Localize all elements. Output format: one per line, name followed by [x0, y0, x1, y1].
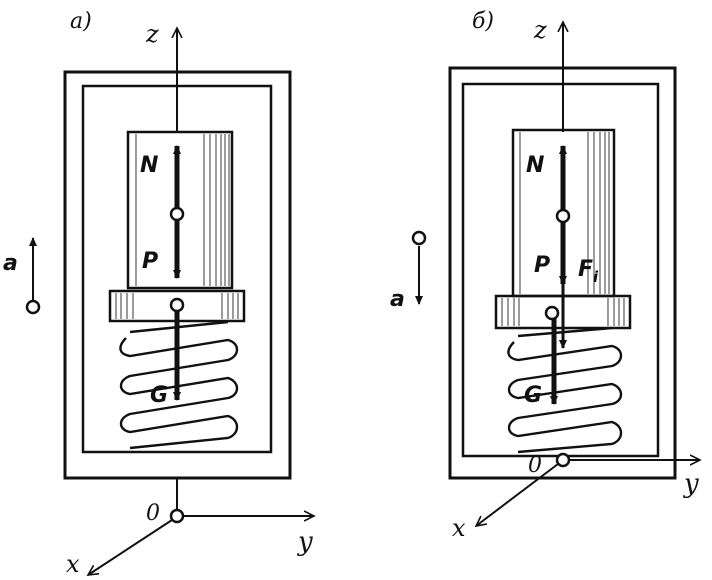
panel-b-plate-point: [544, 305, 560, 321]
panel-b-label-Fi-sub: i: [593, 268, 599, 286]
panel-a-x-axis: [88, 519, 173, 575]
panel-b: б) z: [390, 9, 700, 542]
panel-b-caption: б): [472, 9, 494, 34]
panel-b-label-N: N: [526, 153, 544, 178]
panel-b-origin-point: [555, 452, 571, 468]
panel-b-center-point: [555, 208, 571, 224]
panel-b-cylinder-hatch: [519, 132, 610, 294]
panel-a-cylinder: [126, 130, 234, 290]
panel-a-x-label: x: [66, 550, 80, 578]
panel-a-plate-point: [169, 297, 185, 313]
panel-b-spring: [507, 326, 623, 454]
panel-a: а) z: [3, 9, 314, 578]
panel-b-acceleration-point: [411, 230, 427, 246]
panel-b-x-label: x: [452, 514, 466, 542]
panel-a-label-G: G: [150, 383, 168, 408]
panel-a-cylinder-hatch: [135, 134, 230, 286]
panel-b-label-Fi: Fi: [578, 257, 599, 286]
panel-a-label-P: P: [142, 249, 158, 274]
panel-a-label-N: N: [140, 153, 158, 178]
panel-a-z-label: z: [145, 20, 159, 48]
panel-b-label-G: G: [524, 383, 542, 408]
panel-a-caption: а): [70, 9, 92, 34]
panel-a-acceleration-label: a: [3, 251, 18, 276]
panel-b-z-label: z: [533, 16, 547, 44]
panel-a-y-label: y: [297, 527, 313, 557]
panel-b-label-P: P: [534, 253, 550, 278]
panel-b-acceleration-label: a: [390, 287, 405, 312]
panel-b-label-Fi-main: F: [578, 257, 593, 282]
panel-b-y-label: y: [683, 469, 699, 499]
panel-a-center-point: [169, 206, 185, 222]
panel-a-origin-label: 0: [146, 501, 160, 526]
panel-a-plate-hatch: [115, 293, 239, 319]
panel-a-origin-point: [169, 508, 185, 524]
panel-a-acceleration-point: [25, 299, 41, 315]
panel-b-origin-label: 0: [528, 453, 542, 478]
panel-b-plate-hatch: [501, 298, 625, 326]
panel-b-x-axis: [476, 463, 559, 526]
